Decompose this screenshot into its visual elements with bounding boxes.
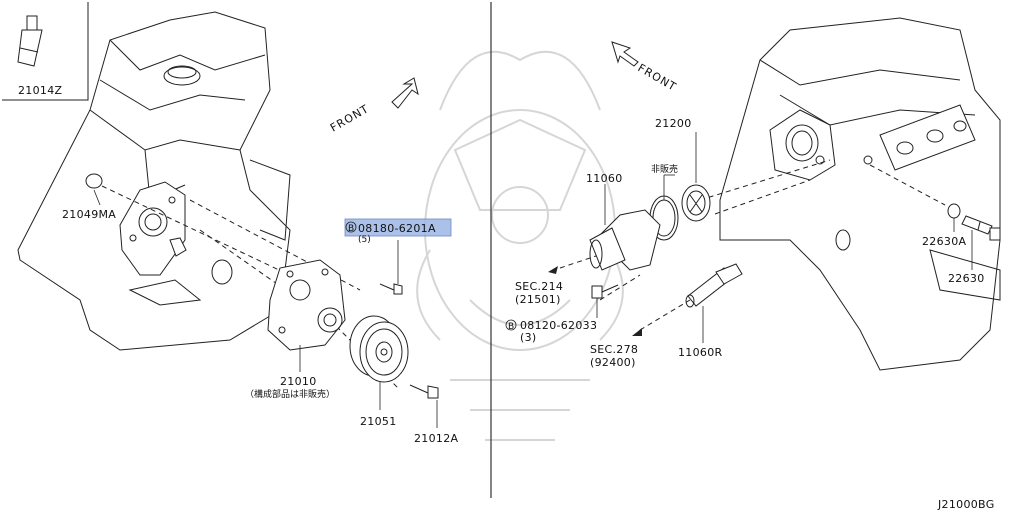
- sec-ref-214[interactable]: SEC.214: [515, 280, 563, 293]
- part-label-21010[interactable]: 21010: [280, 375, 317, 388]
- part-qty-08180-6201a: (5): [358, 235, 371, 245]
- bolt-08120-icon: [591, 284, 619, 299]
- o-ring-icon: [85, 173, 103, 189]
- part-label-22630a[interactable]: 22630A: [922, 235, 966, 248]
- part-label-08120-62033[interactable]: 08120-62033: [520, 319, 597, 332]
- tube-icon: [17, 15, 43, 67]
- diagram-code: J21000BG: [937, 498, 995, 511]
- part-label-22630[interactable]: 22630: [948, 272, 985, 285]
- inset-box: 21014Z: [2, 2, 89, 101]
- sec-ref-278[interactable]: SEC.278: [590, 343, 638, 356]
- bolt-prefix-b: B: [348, 224, 354, 234]
- part-note-21200: 非販売: [651, 163, 678, 175]
- part-label-21012a[interactable]: 21012A: [414, 432, 458, 445]
- engine-block-right: [719, 17, 1001, 371]
- front-label-left: FRONT: [328, 102, 371, 135]
- part-label-08180-6201a[interactable]: 08180-6201A: [358, 222, 436, 235]
- front-arrow-right-icon: [611, 41, 639, 67]
- pulley-icon: [349, 315, 409, 383]
- sec-ref-278-sub: (92400): [590, 356, 636, 369]
- sensor-gasket-icon: [947, 203, 961, 219]
- thermostat-icon: [681, 184, 711, 222]
- part-label-21014z[interactable]: 21014Z: [18, 84, 62, 97]
- front-arrow-left-icon: [391, 77, 419, 109]
- highlighted-part-label[interactable]: B 08180-6201A (5): [344, 218, 452, 245]
- bolt-icon: [379, 283, 403, 295]
- hose-connector-icon: [685, 263, 743, 308]
- part-qty-08120-62033: (3): [520, 331, 536, 344]
- part-note-21010: （構成部品は非販売）: [245, 388, 335, 400]
- part-label-11060[interactable]: 11060: [586, 172, 623, 185]
- water-inlet-icon: [589, 209, 661, 271]
- sec-ref-214-sub: (21501): [515, 293, 561, 306]
- part-label-21200[interactable]: 21200: [655, 117, 692, 130]
- water-pump-icon: [267, 259, 346, 351]
- part-label-21051[interactable]: 21051: [360, 415, 397, 428]
- bolt-prefix-b-right: B: [508, 322, 514, 332]
- front-label-right: FRONT: [636, 61, 679, 94]
- engine-block-left: [17, 11, 291, 351]
- bolt-21012a-icon: [409, 384, 439, 399]
- temperature-sensor-icon: [961, 215, 1001, 241]
- part-label-21049ma[interactable]: 21049MA: [62, 208, 116, 221]
- part-label-11060r[interactable]: 11060R: [678, 346, 722, 359]
